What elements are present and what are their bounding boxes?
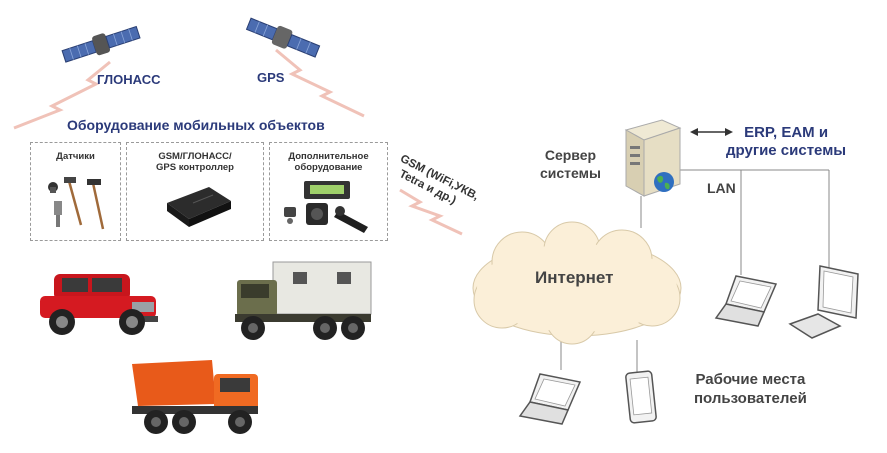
erp-label-line2: другие системы xyxy=(726,142,847,159)
desktop-icon xyxy=(788,265,859,339)
glonass-label: ГЛОНАСС xyxy=(97,72,161,87)
equipment-title: Оборудование мобильных объектов xyxy=(67,117,325,133)
sensors-box: Датчики xyxy=(30,142,121,241)
globe-icon xyxy=(654,172,674,192)
tablet-icon xyxy=(625,370,657,424)
workplaces-label-line1: Рабочие места xyxy=(695,371,806,388)
controller-title-line2: GPS контроллер xyxy=(156,162,234,173)
laptop-icon xyxy=(518,373,582,425)
extra-equipment-box: Дополнительное оборудование xyxy=(269,142,388,241)
server-label: Сервер системы xyxy=(540,146,601,182)
erp-label: ERP, EAM и другие системы xyxy=(726,124,846,160)
dump-truck-vehicle xyxy=(132,360,258,434)
internet-cloud xyxy=(472,221,682,345)
controller-title: GSM/ГЛОНАСС/ GPS контроллер xyxy=(127,151,263,173)
sensors-icon xyxy=(48,177,105,230)
extra-equipment-title-line2: оборудование xyxy=(294,162,363,173)
gps-label: GPS xyxy=(257,70,285,85)
controller-box: GSM/ГЛОНАСС/ GPS контроллер xyxy=(126,142,264,241)
extra-equipment-title: Дополнительное оборудование xyxy=(270,151,387,173)
server-label-line2: системы xyxy=(540,165,601,181)
controller-title-line1: GSM/ГЛОНАСС/ xyxy=(158,151,232,162)
off-road-truck-vehicle xyxy=(235,261,372,340)
suv-vehicle xyxy=(40,274,158,335)
controller-icon xyxy=(167,187,231,227)
erp-label-line1: ERP, EAM и xyxy=(744,124,829,141)
extra-equipment-title-line1: Дополнительное xyxy=(288,151,369,162)
extra-equipment-icon xyxy=(284,181,368,233)
satellite-icon xyxy=(61,25,141,63)
sensors-title: Датчики xyxy=(56,151,95,162)
lan-label: LAN xyxy=(707,180,736,196)
workplaces-label-line2: пользователей xyxy=(694,390,807,407)
server-label-line1: Сервер xyxy=(544,147,597,163)
internet-label: Интернет xyxy=(535,268,614,287)
workplaces-label: Рабочие места пользователей xyxy=(694,370,807,408)
satellite-icon xyxy=(245,17,321,58)
laptop-icon xyxy=(714,275,778,327)
